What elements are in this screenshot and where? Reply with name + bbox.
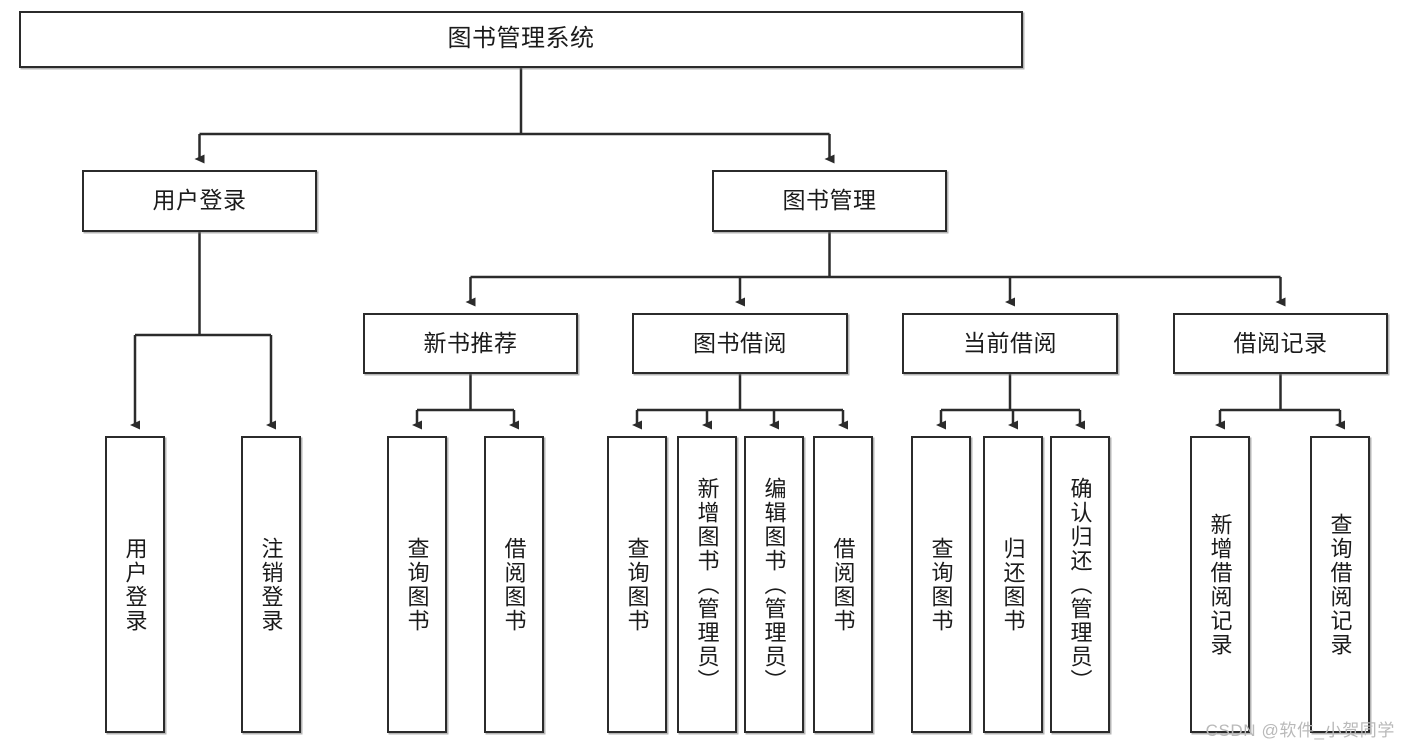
node-label: 查询图书 bbox=[404, 536, 430, 633]
node-leaf-2-查询图书[interactable]: 查询图书 bbox=[387, 436, 447, 733]
node-label: 查询图书 bbox=[928, 536, 954, 633]
node-leaf-11-新增借阅记录[interactable]: 新增借阅记录 bbox=[1190, 436, 1250, 733]
node-label: 借阅图书 bbox=[830, 536, 856, 633]
node-level3-2-当前借阅[interactable]: 当前借阅 bbox=[902, 313, 1118, 374]
node-leaf-7-借阅图书[interactable]: 借阅图书 bbox=[813, 436, 873, 733]
node-level3-1-图书借阅[interactable]: 图书借阅 bbox=[632, 313, 848, 374]
node-leaf-9-归还图书[interactable]: 归还图书 bbox=[983, 436, 1043, 733]
node-label: 新增借阅记录 bbox=[1207, 512, 1233, 657]
node-label: 查询借阅记录 bbox=[1327, 512, 1353, 657]
node-leaf-5-新增图书管理员[interactable]: 新增图书（管理员） bbox=[677, 436, 737, 733]
node-label: 用户登录 bbox=[152, 187, 247, 214]
node-label: 图书管理 bbox=[782, 187, 877, 214]
node-leaf-4-查询图书[interactable]: 查询图书 bbox=[607, 436, 667, 733]
node-leaf-3-借阅图书[interactable]: 借阅图书 bbox=[484, 436, 544, 733]
node-leaf-10-确认归还管理员[interactable]: 确认归还（管理员） bbox=[1050, 436, 1110, 733]
node-label: 用户登录 bbox=[122, 536, 148, 633]
node-root-图书管理系统[interactable]: 图书管理系统 bbox=[19, 11, 1023, 68]
node-label: 归还图书 bbox=[1000, 536, 1026, 633]
node-label: 查询图书 bbox=[624, 536, 650, 633]
node-level3-3-借阅记录[interactable]: 借阅记录 bbox=[1173, 313, 1388, 374]
node-label: 图书借阅 bbox=[693, 329, 787, 356]
node-label: 确认归还（管理员） bbox=[1067, 476, 1093, 693]
node-label: 借阅图书 bbox=[501, 536, 527, 633]
node-label: 借阅记录 bbox=[1233, 329, 1328, 356]
node-level3-0-新书推荐[interactable]: 新书推荐 bbox=[363, 313, 578, 374]
node-label: 新增图书（管理员） bbox=[694, 476, 720, 693]
node-leaf-1-注销登录[interactable]: 注销登录 bbox=[241, 436, 301, 733]
node-leaf-12-查询借阅记录[interactable]: 查询借阅记录 bbox=[1310, 436, 1370, 733]
node-label: 新书推荐 bbox=[423, 329, 518, 356]
node-leaf-0-用户登录[interactable]: 用户登录 bbox=[105, 436, 165, 733]
node-level2-0-用户登录[interactable]: 用户登录 bbox=[82, 170, 317, 232]
node-leaf-8-查询图书[interactable]: 查询图书 bbox=[911, 436, 971, 733]
node-leaf-6-编辑图书管理员[interactable]: 编辑图书（管理员） bbox=[744, 436, 804, 733]
csdn-watermark: CSDN @软件_小贺同学 bbox=[1205, 721, 1395, 740]
node-label: 注销登录 bbox=[258, 536, 284, 633]
node-label: 图书管理系统 bbox=[447, 25, 595, 53]
node-level2-1-图书管理[interactable]: 图书管理 bbox=[712, 170, 947, 232]
node-label: 编辑图书（管理员） bbox=[761, 476, 787, 693]
node-label: 当前借阅 bbox=[963, 329, 1057, 356]
